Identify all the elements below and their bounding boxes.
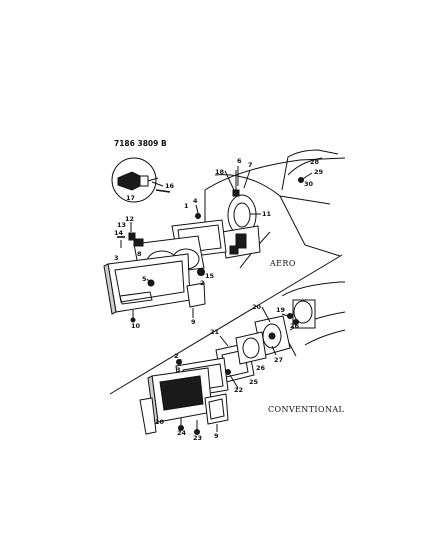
variant-divider: [109, 254, 343, 395]
callout-6: 6: [237, 157, 242, 165]
conventional-lens: [139, 367, 213, 435]
aero-body-outline: [204, 157, 346, 269]
callout-5: 5: [142, 275, 147, 283]
callout-9: 9: [191, 318, 196, 326]
leader-lines: [130, 166, 289, 389]
callout-labels: 6 7 18 16 17 4 1 11 28 29 30 12 13 14 3 …: [114, 157, 345, 442]
callout-27: 27: [274, 356, 283, 364]
callout-15: 15: [205, 272, 215, 280]
callout-23: 23: [193, 434, 202, 442]
callout-3: 3: [114, 254, 119, 262]
callout-4: 4: [193, 197, 198, 205]
conventional-marker: [204, 393, 229, 432]
callout-2-lower: 2: [174, 352, 179, 360]
callout-10-lower: 10: [155, 418, 165, 426]
callout-25: 25: [249, 378, 259, 386]
callout-28: 28: [310, 158, 320, 166]
callout-8: 8: [137, 250, 142, 258]
callout-19: 19: [276, 306, 286, 314]
callout-30: 30: [304, 180, 314, 188]
callout-13: 13: [117, 221, 126, 229]
callout-9-lower: 9: [214, 432, 219, 440]
callout-16: 16: [165, 182, 175, 190]
callout-14: 14: [114, 229, 124, 237]
variant-label-aero: AERO: [269, 259, 296, 268]
callout-11: 11: [262, 210, 272, 218]
callout-26: 26: [290, 322, 300, 330]
callout-2: 2: [200, 279, 205, 287]
callout-17: 17: [126, 194, 135, 202]
aero-side-marker: [186, 282, 206, 318]
callout-1: 1: [184, 202, 189, 210]
callout-3-lower: 3: [176, 366, 181, 374]
conventional-body-outline: [281, 281, 346, 357]
inset-detail: [281, 149, 339, 191]
callout-10: 10: [131, 322, 141, 330]
aero-lens: [103, 253, 191, 323]
conventional-assembly: [139, 281, 346, 435]
bulb-inset: [111, 157, 171, 203]
callout-22: 22: [234, 386, 243, 394]
catalog-code: 7186 3809 B: [114, 139, 167, 148]
callout-18: 18: [215, 168, 225, 176]
callout-21: 21: [210, 328, 220, 336]
callout-26-lower: 26: [256, 364, 266, 372]
variant-label-conventional: CONVENTIONAL: [268, 405, 345, 414]
callout-24: 24: [177, 429, 187, 437]
callout-20: 20: [252, 303, 262, 311]
callout-12: 12: [125, 215, 134, 223]
callout-29: 29: [314, 168, 324, 176]
aero-assembly: [103, 149, 346, 323]
callout-7: 7: [248, 161, 253, 169]
